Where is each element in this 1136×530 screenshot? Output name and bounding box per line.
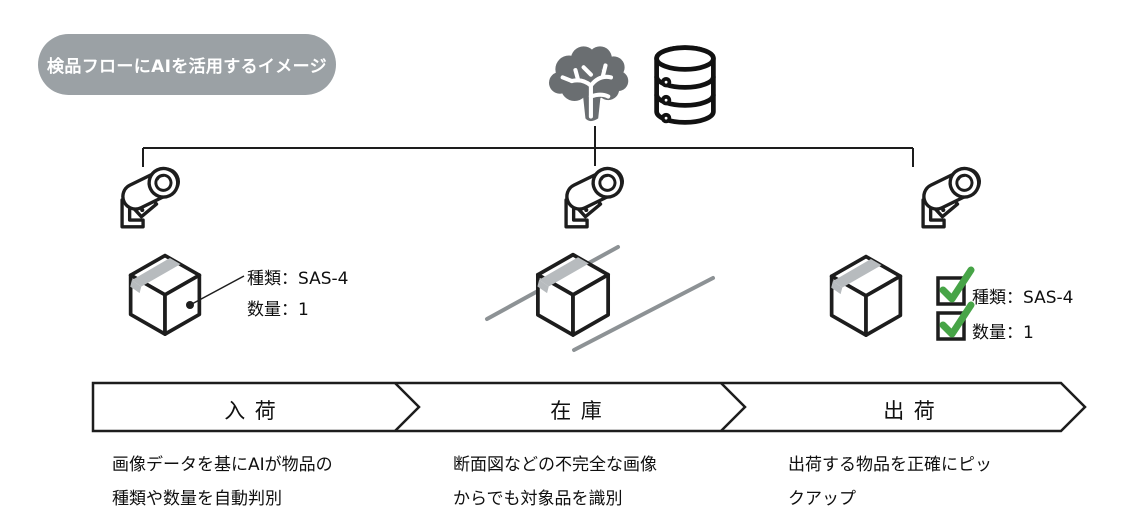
database-icon	[650, 42, 720, 128]
title-badge-label: 検品フローにAIを活用するイメージ	[47, 57, 327, 77]
package-box-icon-shipping	[829, 254, 903, 337]
title-badge: 検品フローにAIを活用するイメージ	[38, 34, 336, 95]
checked-checkbox-icon-qty	[935, 301, 975, 341]
package-box-icon-stock	[535, 252, 611, 337]
checked-checkbox-icon-type	[935, 266, 975, 306]
checklist-label-qty: 数量：1	[972, 323, 1034, 343]
package-box-icon-incoming	[128, 253, 202, 336]
incoming-annotation-qty: 数量：1	[247, 300, 309, 320]
brain-icon	[543, 40, 637, 122]
stage-label-incoming: 入荷	[224, 399, 286, 423]
incoming-annotation-type: 種類：SAS-4	[247, 269, 349, 289]
stage-desc-incoming: 画像データを基にAIが物品の 種類や数量を自動判別	[112, 455, 333, 509]
stage-desc-shipping: 出荷する物品を正確にピッ クアップ	[788, 455, 992, 509]
cctv-camera-icon-stock	[560, 161, 630, 229]
stage-desc-stock: 断面図などの不完全な画像 からでも対象品を識別	[453, 455, 657, 509]
checklist-label-type: 種類：SAS-4	[972, 288, 1074, 308]
stage-label-shipping: 出荷	[883, 399, 945, 423]
cctv-camera-icon-incoming	[116, 161, 186, 229]
stage-label-stock: 在庫	[550, 399, 612, 423]
cctv-camera-icon-shipping	[917, 161, 987, 229]
incoming-annotation: 種類：SAS-4 数量：1	[247, 264, 348, 326]
network-connector-lines	[142, 126, 914, 167]
